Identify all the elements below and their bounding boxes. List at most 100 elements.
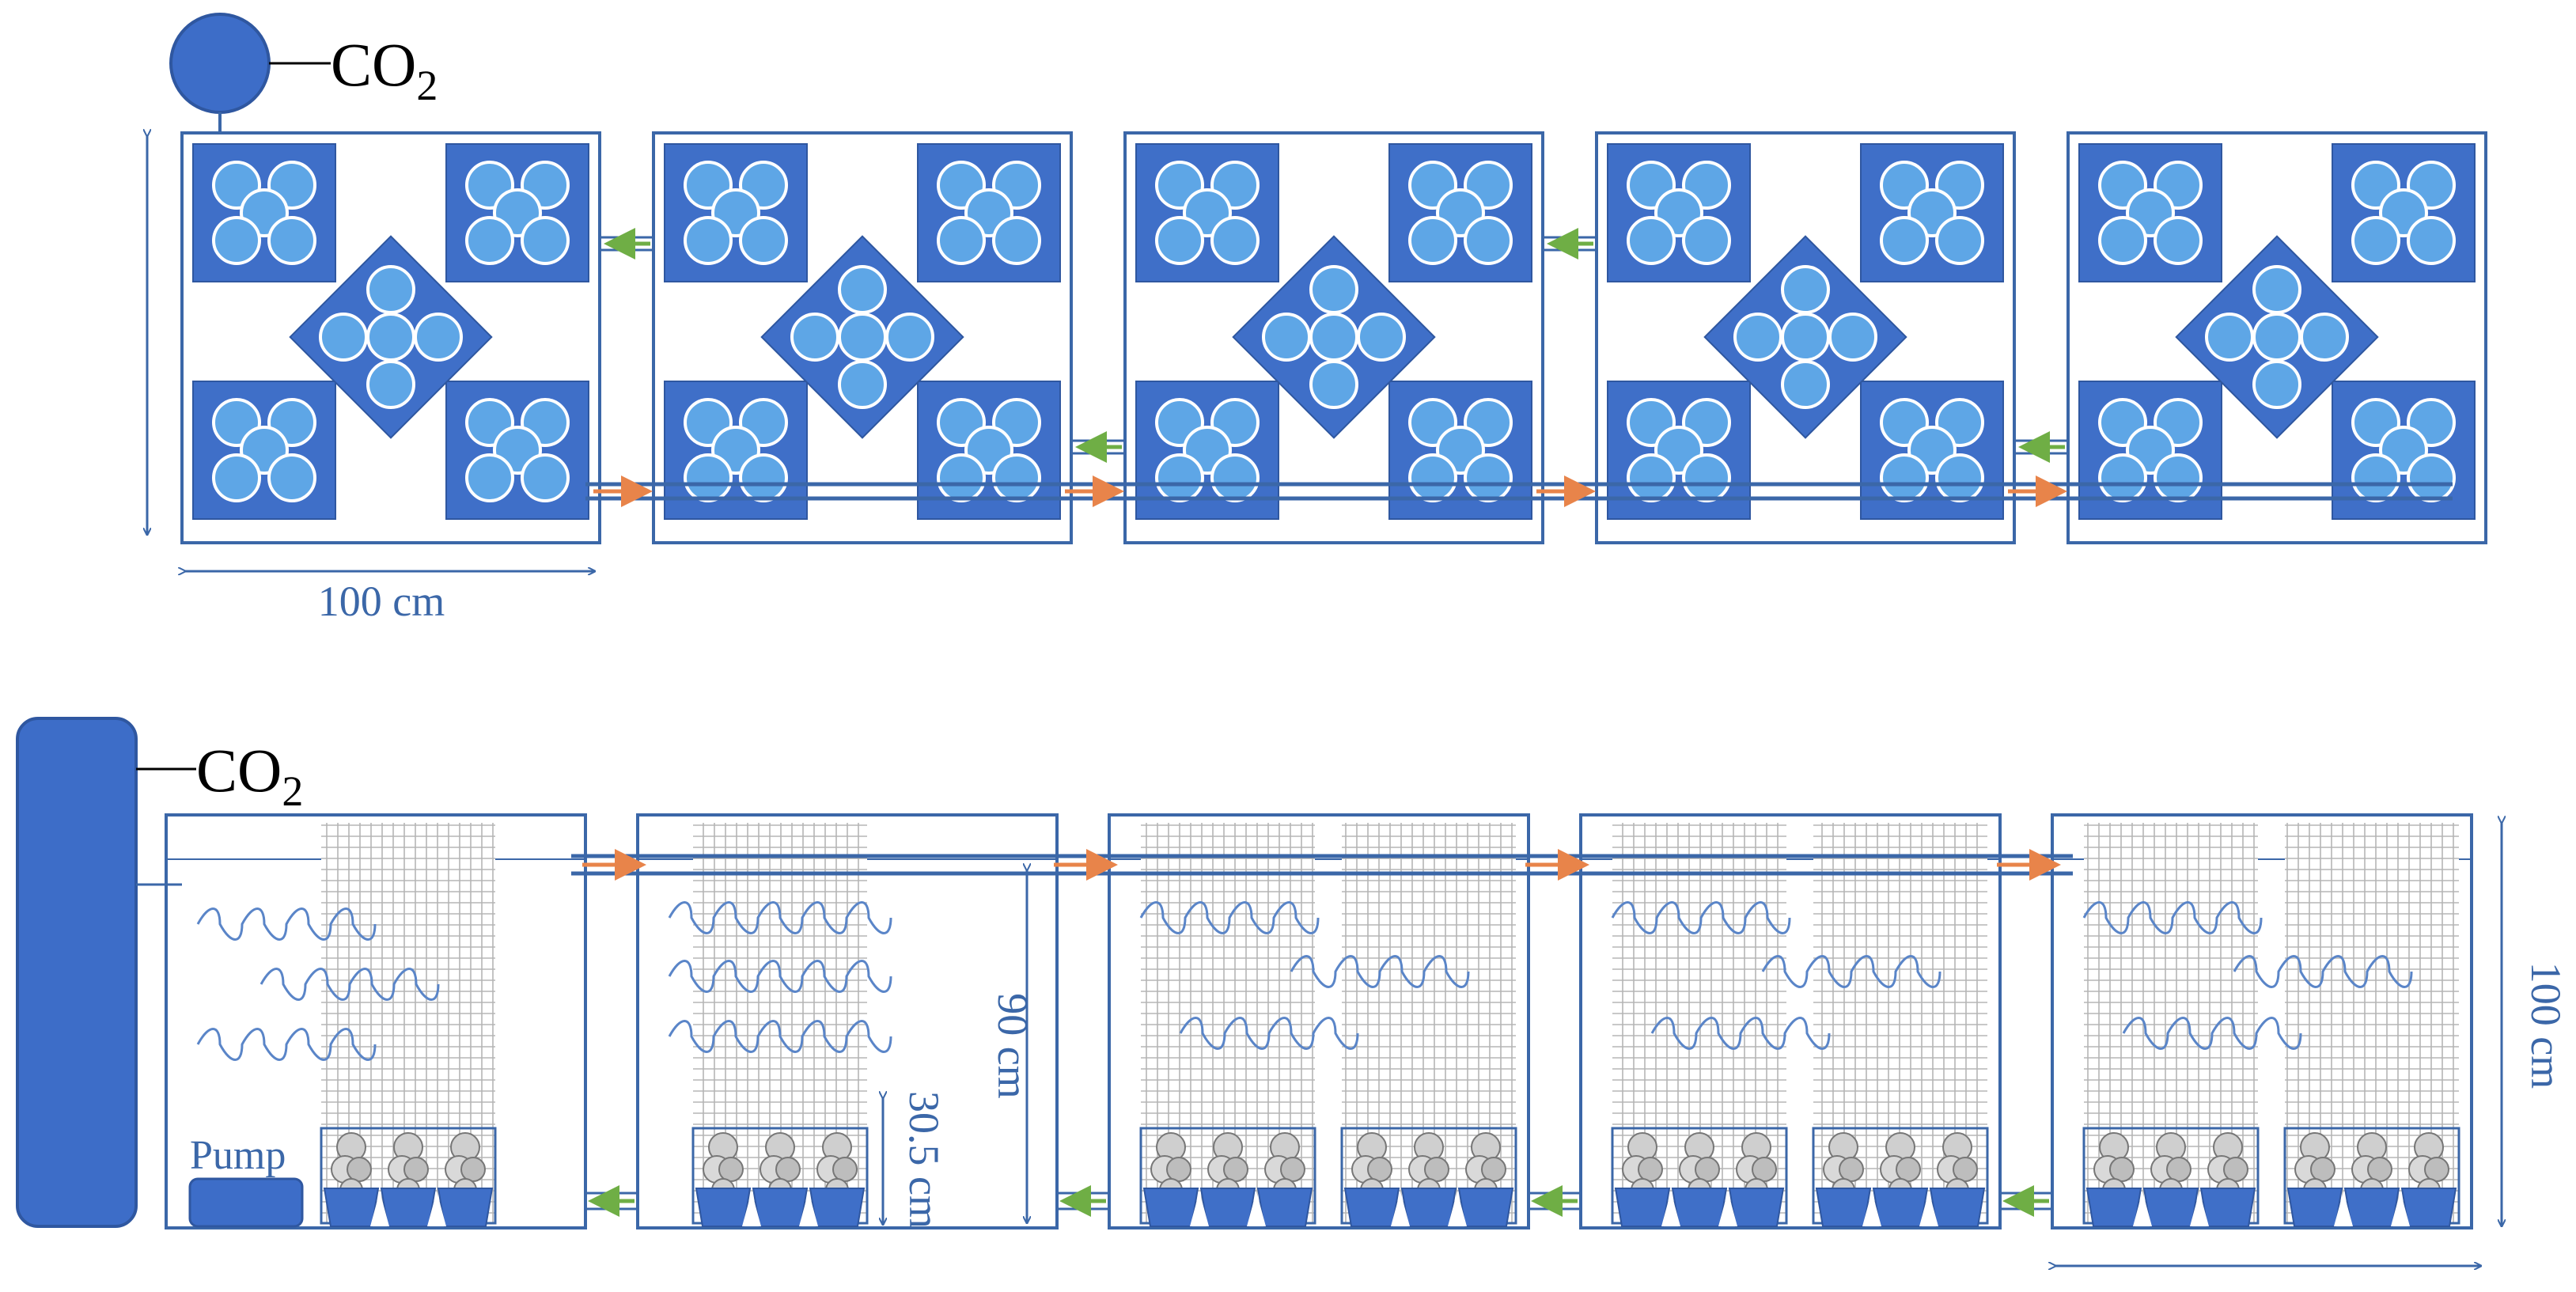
net-pot-hole bbox=[414, 313, 463, 362]
air-gap bbox=[2190, 1192, 2209, 1226]
water-wave bbox=[668, 1020, 892, 1053]
plant-leaf bbox=[2166, 1157, 2191, 1182]
water-wave bbox=[1290, 955, 1470, 988]
top-unit-4 bbox=[1595, 131, 2016, 544]
side-unit-5 bbox=[2051, 813, 2473, 1229]
plant-leaf bbox=[1223, 1157, 1248, 1182]
net-pot-hole bbox=[2252, 360, 2301, 409]
net-pot-hole bbox=[267, 453, 316, 502]
net-cup bbox=[1142, 1188, 1199, 1227]
net-pot-hole bbox=[212, 453, 261, 502]
net-pot-hole bbox=[1682, 216, 1731, 265]
net-pot-hole bbox=[2407, 216, 2456, 265]
water-wave bbox=[196, 907, 377, 941]
net-pot-hole bbox=[465, 453, 514, 502]
top-unit-2 bbox=[652, 131, 1073, 544]
net-pot-hole bbox=[992, 453, 1041, 502]
grow-bed-media bbox=[2084, 823, 2258, 1128]
net-cup bbox=[2142, 1188, 2199, 1227]
grow-bed-media bbox=[1612, 823, 1786, 1128]
net-pot-hole bbox=[2407, 453, 2456, 502]
side-unit-1 bbox=[165, 813, 587, 1229]
net-pot-hole bbox=[1309, 265, 1358, 314]
plant-leaf bbox=[1695, 1157, 1720, 1182]
net-pot-hole bbox=[1309, 313, 1358, 362]
net-pot-hole bbox=[319, 313, 368, 362]
net-cup bbox=[1256, 1188, 1313, 1227]
air-gap bbox=[1919, 1192, 1938, 1226]
net-pot-hole bbox=[366, 313, 415, 362]
air-gap bbox=[742, 1192, 761, 1226]
net-pot-hole bbox=[2098, 453, 2147, 502]
net-pot-hole bbox=[1935, 216, 1984, 265]
net-cup bbox=[1457, 1188, 1514, 1227]
net-cup bbox=[1199, 1188, 1256, 1227]
air-gap bbox=[1661, 1192, 1680, 1226]
air-gap bbox=[1391, 1192, 1410, 1226]
net-pot-hole bbox=[1357, 313, 1406, 362]
net-cup bbox=[1400, 1188, 1457, 1227]
net-pot-hole bbox=[739, 216, 788, 265]
net-cup bbox=[695, 1188, 752, 1227]
air-gap bbox=[427, 1192, 446, 1226]
net-pot-hole bbox=[1880, 216, 1929, 265]
net-pot-hole bbox=[684, 216, 733, 265]
plant-leaf bbox=[1953, 1157, 1978, 1182]
plant-leaf bbox=[1166, 1157, 1191, 1182]
plant-leaf bbox=[2310, 1157, 2335, 1182]
water-wave bbox=[1650, 1017, 1831, 1050]
net-pot-hole bbox=[838, 265, 887, 314]
net-pot-hole bbox=[2154, 453, 2203, 502]
net-pot-hole bbox=[1309, 360, 1358, 409]
air-gap bbox=[1718, 1192, 1737, 1226]
plant-leaf bbox=[718, 1157, 744, 1182]
net-cup bbox=[809, 1188, 866, 1227]
plant-leaf bbox=[1638, 1157, 1663, 1182]
net-pot-hole bbox=[739, 453, 788, 502]
net-pot-hole bbox=[366, 360, 415, 409]
side-view-pipes bbox=[571, 849, 2073, 1217]
air-gap bbox=[2391, 1192, 2410, 1226]
net-pot-hole bbox=[1781, 265, 1830, 314]
net-pot-hole bbox=[684, 453, 733, 502]
water-wave bbox=[1139, 901, 1320, 934]
net-pot-hole bbox=[267, 216, 316, 265]
water-wave bbox=[1179, 1017, 1359, 1050]
net-cup bbox=[2286, 1188, 2343, 1227]
plant-leaf bbox=[2109, 1157, 2135, 1182]
net-pot-hole bbox=[2205, 313, 2254, 362]
tank-height-label: 100 cm bbox=[2522, 962, 2570, 1089]
plant-leaf bbox=[2367, 1157, 2392, 1182]
net-pot-hole bbox=[1627, 216, 1676, 265]
plant-leaf bbox=[1752, 1157, 1777, 1182]
plant-leaf bbox=[2223, 1157, 2248, 1182]
net-cup bbox=[1815, 1188, 1872, 1227]
plant-leaf bbox=[2424, 1157, 2449, 1182]
water-depth-label: 90 cm bbox=[989, 993, 1036, 1098]
net-pot-hole bbox=[2098, 216, 2147, 265]
net-cup bbox=[2400, 1188, 2457, 1227]
plant-leaf bbox=[1839, 1157, 1864, 1182]
side-view bbox=[165, 813, 2473, 1229]
water-wave bbox=[2082, 901, 2263, 934]
net-pot-hole bbox=[465, 216, 514, 265]
net-pot-hole bbox=[885, 313, 934, 362]
water-wave bbox=[2233, 955, 2413, 988]
pump-icon bbox=[188, 1177, 304, 1228]
top-unit-1 bbox=[180, 131, 601, 544]
net-pot-hole bbox=[1262, 313, 1311, 362]
air-gap bbox=[370, 1192, 389, 1226]
water-wave bbox=[1611, 901, 1791, 934]
grow-bed-media bbox=[321, 823, 495, 1128]
top-unit-5 bbox=[2066, 131, 2487, 544]
plant-leaf bbox=[460, 1157, 486, 1182]
net-cup bbox=[323, 1188, 380, 1227]
water-wave bbox=[668, 960, 892, 993]
net-pot-hole bbox=[1155, 216, 1204, 265]
grow-bed-media bbox=[1342, 823, 1516, 1128]
net-pot-hole bbox=[2300, 313, 2349, 362]
net-cup bbox=[1872, 1188, 1929, 1227]
net-pot-hole bbox=[1880, 453, 1929, 502]
net-pot-hole bbox=[212, 216, 261, 265]
water-wave bbox=[2122, 1017, 2302, 1050]
